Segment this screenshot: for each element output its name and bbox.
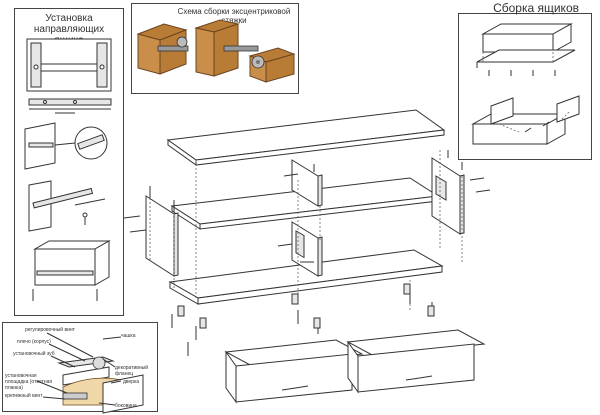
right-drawer [346, 329, 486, 394]
hinge-label-arm: плечо (корпус) [17, 339, 51, 345]
feet [177, 283, 435, 329]
hinge-label-cup: чашка [121, 333, 136, 339]
guide-step-5 [32, 240, 111, 301]
drawers-illustration [471, 23, 580, 145]
hinge-panel: регулировочный винт плечо (корпус) устан… [2, 322, 158, 414]
bottom-board [168, 249, 444, 305]
middle-shelf [170, 177, 440, 230]
left-side-panel [145, 195, 179, 277]
guide-step-4 [28, 180, 106, 232]
top-board [166, 109, 446, 166]
guide-step-3 [24, 122, 108, 170]
hinge-label-mounting-plate: установочная площадка (ответная планка) [5, 373, 53, 391]
hinge-label-side: боковина [115, 403, 137, 409]
hinge-label-door: дверка [123, 379, 140, 385]
cam-scheme-panel: Схема сборки эксцентриковой стяжки [131, 3, 299, 94]
cam-scheme-illustration [136, 19, 296, 83]
center-partition-upper [291, 159, 323, 207]
hinge-label-adjust-screw: регулировочный винт [25, 327, 75, 333]
drawers-title: Сборка ящиков [493, 1, 579, 15]
cam-scheme-title: Схема сборки эксцентриковой стяжки [177, 7, 291, 25]
left-drawer [224, 339, 364, 404]
hinge-label-mounting-tab: установочный зуб [13, 351, 55, 357]
guide-step-1 [26, 38, 112, 92]
hinge-label-cross-screw: крепежный винт [5, 393, 43, 399]
drawers-panel: Сборка ящиков [458, 1, 592, 160]
guides-illustration [24, 38, 112, 301]
hinge-label-decor-flange: декоративный фланец [115, 365, 149, 377]
hinge-illustration [36, 332, 144, 414]
guides-panel: Установка направляющих ящика [14, 8, 124, 316]
guide-step-2 [28, 98, 112, 114]
right-side-panel [431, 157, 465, 235]
